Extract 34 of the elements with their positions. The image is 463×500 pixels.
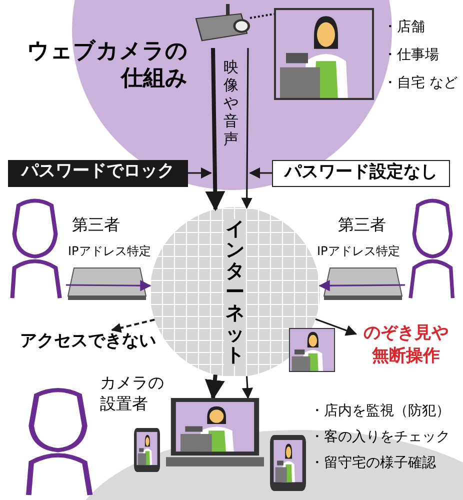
flow-label: 映像や音声 — [222, 58, 240, 148]
network-label: インターネット — [224, 219, 246, 366]
bullet-item: ・留守宅の様子確認 — [310, 454, 437, 473]
arrow — [315, 318, 358, 336]
arrow — [318, 280, 405, 292]
callout-box: パスワード設定なし — [272, 160, 450, 187]
cashier-picture — [274, 8, 374, 100]
callout-box: パスワードでロック — [8, 160, 188, 187]
arrow — [205, 48, 226, 212]
title: ウェブカメラの仕組み — [26, 38, 188, 92]
connector-line — [250, 13, 274, 19]
edge-label: IPアドレス特定 — [68, 243, 151, 260]
result-text: アクセスできない — [8, 330, 168, 354]
bullet-item: ・店舗 — [383, 18, 426, 37]
smartphone-drawing — [134, 428, 160, 472]
arrow — [241, 48, 252, 209]
cashier-picture — [289, 328, 335, 372]
bullet-item: ・客の入りをチェック — [310, 428, 451, 447]
laptop-drawing — [166, 398, 264, 468]
arrow — [204, 374, 225, 400]
arrow — [66, 280, 152, 292]
person-caption: 第三者 — [72, 214, 121, 235]
bullet-item: ・店内を監視（防犯） — [310, 402, 451, 421]
bullet-item: ・仕事場 — [383, 46, 440, 65]
person-caption: 第三者 — [338, 214, 387, 235]
bullet-item: ・自宅 など — [383, 74, 458, 93]
arrow — [188, 167, 212, 179]
arrow — [242, 376, 254, 400]
tablet-drawing — [270, 435, 306, 491]
arrow — [111, 318, 155, 333]
result-text: のぞき見や無断操作 — [356, 322, 456, 370]
person-caption: カメラの設置者 — [100, 372, 165, 414]
arrow — [248, 167, 272, 179]
edge-label: IPアドレス特定 — [317, 243, 400, 260]
